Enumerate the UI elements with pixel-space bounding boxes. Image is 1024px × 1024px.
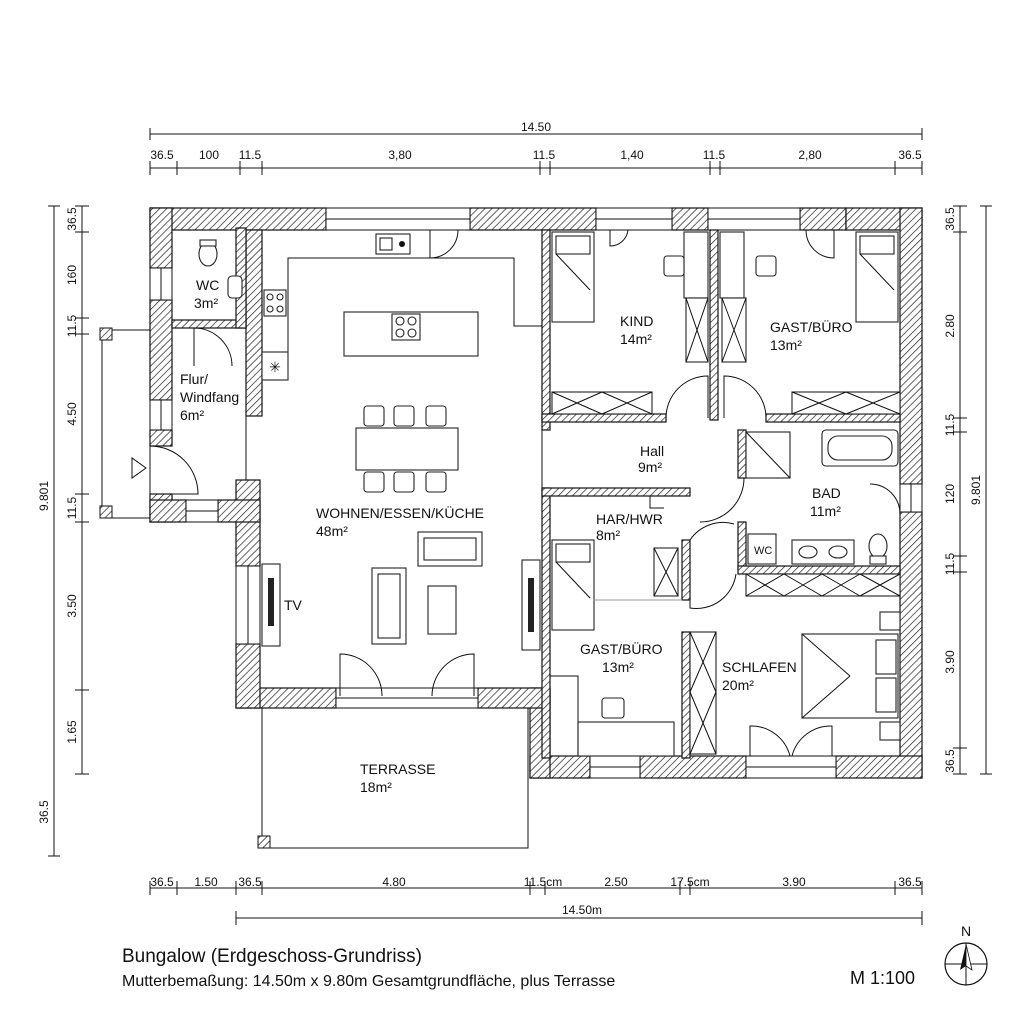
label-gast-bottom-name: GAST/BÜRO	[580, 640, 663, 657]
north-label: N	[961, 923, 971, 939]
dimension-right: 9.801 36.5 2.80 11.5 120 11.5 3.90 36.5	[943, 205, 992, 775]
label-gast-bottom-area: 13m²	[602, 659, 634, 675]
label-kind-name: KIND	[620, 313, 653, 329]
dim-bottom-6: 2.50	[604, 875, 628, 889]
label-hall-area: 9m²	[638, 459, 662, 475]
dim-bottom-5: 11.5cm	[524, 875, 562, 889]
label-kind-area: 14m²	[620, 331, 652, 347]
svg-text:✳: ✳	[269, 359, 281, 375]
label-wc-name: WC	[196, 277, 219, 293]
dim-left-5: 11.5	[65, 496, 79, 519]
dim-top-4: 3,80	[388, 148, 412, 162]
dim-left-2: 160	[65, 265, 79, 285]
dim-bottom-9: 36.5	[898, 875, 922, 889]
dim-left-3: 11.5	[65, 314, 79, 337]
dim-bottom-overall: 14.50m	[562, 903, 602, 917]
windows	[149, 207, 923, 779]
dim-left-4: 4.50	[65, 402, 79, 426]
dim-right-1: 36.5	[943, 207, 957, 231]
dim-top-1: 36.5	[150, 148, 174, 162]
dim-top-8: 2,80	[798, 148, 822, 162]
plan-title: Bungalow (Erdgeschoss-Grundriss)	[122, 946, 422, 967]
label-har-name: HAR/HWR	[596, 511, 663, 527]
label-flur-name1: Flur/	[180, 371, 208, 387]
dim-left-7: 1.65	[65, 720, 79, 744]
dim-bottom-7: 17.5cm	[670, 875, 709, 889]
dim-bottom-8: 3.90	[782, 875, 806, 889]
dim-right-6: 3.90	[943, 650, 957, 674]
dim-bottom-3: 36.5	[238, 875, 262, 889]
dim-right-2: 2.80	[943, 314, 957, 338]
dimension-left: 9.801 36.5 160 11.5 4.50 11.5 3.50 1.65 …	[37, 205, 89, 857]
label-gast-top-area: 13m²	[770, 337, 802, 353]
room-labels: WC 3m² Flur/ Windfang 6m² WOHNEN/ESSEN/K…	[180, 277, 853, 795]
dimension-top: 14.50 36.5 100 11.5 3,80 11.5 1,40 11.5 …	[149, 120, 923, 175]
dim-top-overall: 14.50	[521, 120, 551, 134]
label-tv: TV	[284, 597, 303, 613]
dim-right-3: 11.5	[943, 413, 957, 436]
dim-top-2: 100	[199, 148, 219, 162]
north-arrow-icon: N	[944, 923, 988, 986]
entry-canopy	[99, 327, 151, 519]
dim-bottom-2: 1.50	[194, 875, 218, 889]
label-wohnen-area: 48m²	[316, 523, 348, 539]
dim-right-7: 36.5	[943, 749, 957, 773]
dim-top-3: 11.5	[239, 148, 262, 162]
label-wohnen-name: WOHNEN/ESSEN/KÜCHE	[316, 504, 484, 521]
label-bad-wc: WC	[754, 545, 772, 557]
dim-left-1: 36.5	[65, 207, 79, 231]
dimension-bottom: 36.5 1.50 36.5 4.80 11.5cm 2.50 17.5cm 3…	[149, 875, 923, 925]
label-hall-name: Hall	[640, 443, 664, 459]
label-har-area: 8m²	[596, 527, 620, 543]
label-bad-name: BAD	[812, 485, 841, 501]
terrace	[257, 707, 529, 849]
dim-top-6: 1,40	[620, 148, 644, 162]
dim-left-overall: 9.801	[37, 481, 51, 511]
dim-top-7: 11.5	[703, 148, 726, 162]
label-flur-area: 6m²	[180, 407, 204, 423]
dim-left-6: 3.50	[65, 594, 79, 618]
furniture: ✳	[198, 231, 901, 757]
label-schlafen-area: 20m²	[722, 677, 754, 693]
dim-bottom-4: 4.80	[382, 875, 406, 889]
dim-bottom-1: 36.5	[150, 875, 174, 889]
dim-top-9: 36.5	[898, 148, 922, 162]
label-wc-area: 3m²	[194, 295, 218, 311]
plan-subtitle: Mutterbemaßung: 14.50m x 9.80m Gesamtgru…	[122, 973, 615, 990]
dim-right-overall: 9.801	[969, 475, 983, 505]
dim-top-5: 11.5	[533, 148, 556, 162]
dim-left-8: 36.5	[37, 800, 51, 824]
scale-label: M 1:100	[850, 968, 915, 988]
dim-right-4: 120	[943, 484, 957, 504]
label-flur-name2: Windfang	[180, 389, 239, 405]
label-gast-top-name: GAST/BÜRO	[770, 318, 853, 335]
label-terrasse-area: 18m²	[360, 779, 392, 795]
label-bad-area: 11m²	[810, 503, 841, 519]
label-schlafen-name: SCHLAFEN	[722, 659, 797, 675]
label-terrasse-name: TERRASSE	[360, 761, 435, 777]
dim-right-5: 11.5	[943, 552, 957, 575]
